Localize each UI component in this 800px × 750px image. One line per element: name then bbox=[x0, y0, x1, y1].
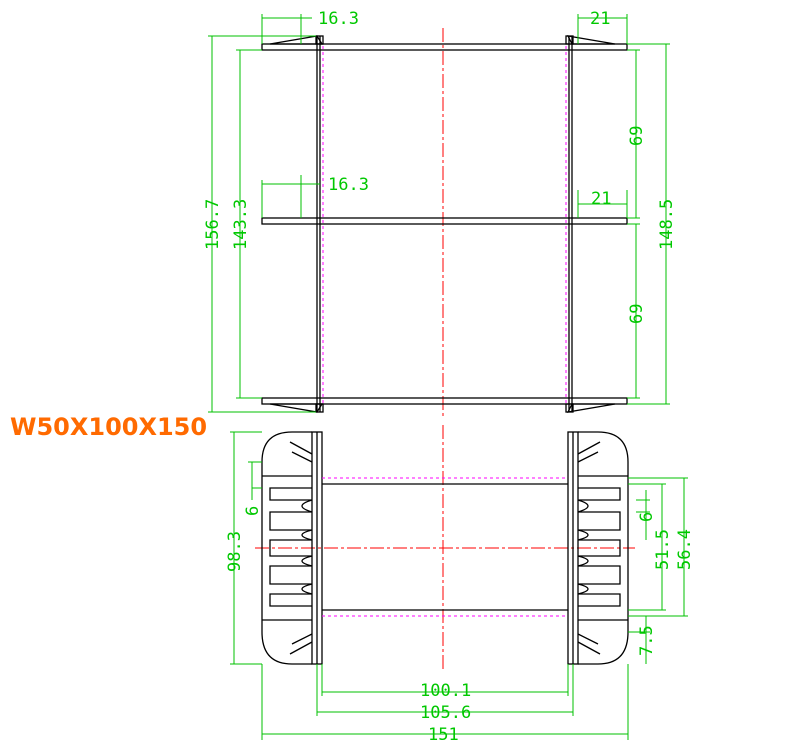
left-body-outline bbox=[261, 431, 312, 665]
wedge-top-left bbox=[269, 35, 324, 45]
wedge-bottom-right bbox=[566, 403, 616, 413]
right-body-outline bbox=[578, 431, 629, 665]
dim-inner-height: 143.3 bbox=[231, 199, 251, 250]
dim-top-left-fin: 16.3 bbox=[318, 9, 359, 29]
dim-bottom-gap: 7.5 bbox=[637, 625, 657, 656]
dim-fin-thickness-right: 6 bbox=[637, 512, 657, 522]
dim-width-mid: 105.6 bbox=[420, 703, 471, 723]
dim-right-overall: 148.5 bbox=[657, 199, 677, 250]
wedge-top-right bbox=[566, 35, 616, 45]
dim-front-height: 98.3 bbox=[225, 531, 245, 572]
dim-mid-right-fin: 21 bbox=[591, 189, 611, 209]
dim-fin-thickness-left: 6 bbox=[243, 506, 263, 516]
bottom-plate bbox=[261, 397, 628, 405]
dim-lower-span: 69 bbox=[627, 304, 647, 324]
wedge-bottom-left bbox=[269, 403, 324, 413]
dim-width-inner: 100.1 bbox=[420, 681, 471, 701]
middle-plate bbox=[261, 217, 628, 225]
top-plate bbox=[261, 43, 628, 51]
dim-overall-height: 156.7 bbox=[203, 199, 223, 250]
top-view: 16.3 21 16.3 21 156.7 143.3 148.5 6 bbox=[203, 9, 677, 418]
dim-width-overall: 151 bbox=[428, 725, 459, 745]
dim-span-51: 51.5 bbox=[653, 529, 673, 570]
front-view: 98.3 6 56.4 51.5 6 7.5 100.1 105.6 bbox=[225, 425, 695, 745]
dim-upper-span: 69 bbox=[627, 126, 647, 146]
model-label: W50X100X150 bbox=[10, 413, 208, 441]
dim-mid-left-fin: 16.3 bbox=[328, 175, 369, 195]
dim-span-56: 56.4 bbox=[675, 529, 695, 570]
dim-top-right-fin: 21 bbox=[590, 9, 610, 29]
